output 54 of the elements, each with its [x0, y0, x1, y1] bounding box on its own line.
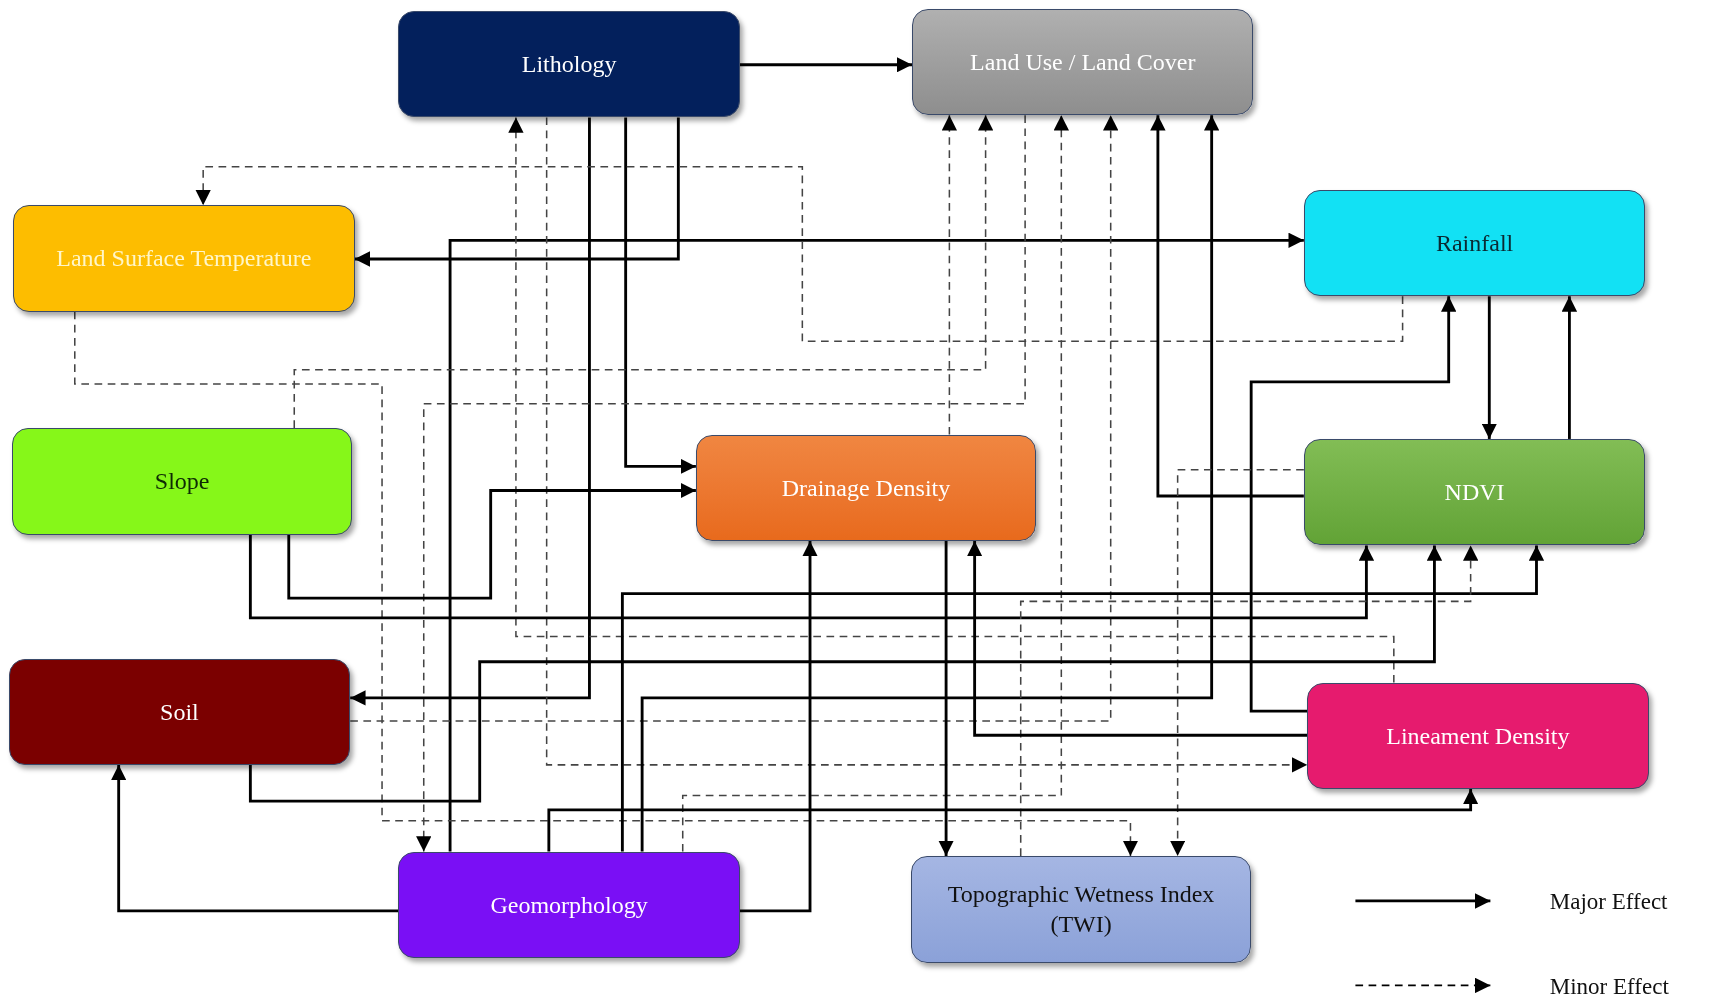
process-box [912, 8, 1254, 116]
process-box [13, 205, 355, 312]
dashed-arrow [416, 114, 1026, 853]
box-label: Land Use / Land Cover [970, 48, 1196, 77]
arrow [1249, 296, 1457, 713]
box-label: Lithology [521, 50, 617, 80]
box-label: NDVI [1444, 478, 1505, 508]
process-box [911, 856, 1252, 963]
box-label: Slope [154, 467, 210, 497]
arrow [350, 117, 591, 706]
arrow [547, 789, 1479, 852]
arrow [624, 117, 696, 475]
process-box [1307, 682, 1649, 790]
process-box [398, 10, 740, 118]
box-label: Drainage Density [781, 473, 951, 503]
dashed-arrow [941, 114, 958, 436]
arrow [287, 482, 696, 600]
arrow [739, 541, 818, 913]
dashed-arrow [349, 114, 1119, 722]
process-box [1303, 439, 1646, 546]
box-label: Topographic Wetness Index (TWI) [946, 880, 1216, 940]
process-box [12, 428, 353, 535]
arrow [448, 232, 1304, 852]
arrow [248, 545, 1443, 803]
dashed-arrow [1019, 544, 1479, 857]
arrow [620, 545, 1545, 852]
box-label: Lineament Density [1386, 721, 1570, 751]
dashed-arrow [545, 116, 1308, 773]
legend-label: Minor Effect [1549, 972, 1669, 1001]
process-box [1303, 189, 1646, 297]
dashed-arrow [293, 114, 994, 429]
arrow [354, 117, 680, 267]
box-label: Land Surface Temperature [56, 244, 312, 274]
process-box [8, 658, 351, 765]
box-label: Geomorphology [490, 890, 648, 920]
box-label: Soil [160, 697, 199, 727]
legend-label: Major Effect [1549, 888, 1668, 917]
dashed-arrow [508, 116, 1395, 684]
arrow [1150, 115, 1304, 498]
arrow [1481, 296, 1497, 439]
arrow [966, 541, 1308, 737]
process-box [695, 434, 1037, 542]
process-box [398, 851, 740, 959]
arrow [640, 115, 1220, 852]
arrow [739, 57, 913, 73]
dashed-arrow [681, 114, 1069, 853]
dashed-arrow [195, 166, 1404, 343]
arrow [1561, 296, 1578, 439]
box-label: Rainfall [1435, 229, 1514, 259]
dashed-arrow [74, 310, 1139, 857]
dashed-arrow [1169, 468, 1305, 857]
arrow [111, 764, 399, 913]
arrow [248, 534, 1375, 620]
arrow [938, 541, 954, 856]
